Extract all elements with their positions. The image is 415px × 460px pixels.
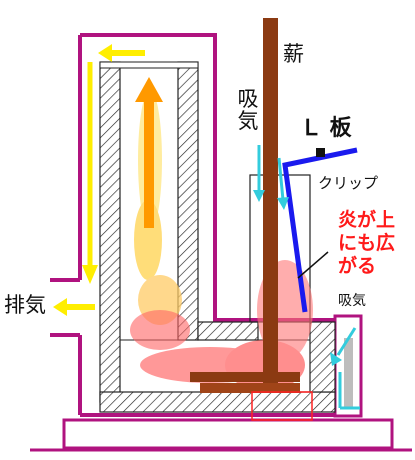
intake-side-label: 吸気 [338, 293, 366, 309]
intake-arrow-2 [277, 157, 285, 201]
l-plate [282, 147, 358, 313]
base-plate [62, 418, 394, 450]
chamber-top-wall [197, 321, 259, 341]
flue-outer-wall [99, 61, 121, 403]
clip-marker [316, 148, 325, 157]
intake-arrowhead-1 [253, 190, 265, 202]
exhaust-down-arrowhead [82, 265, 98, 284]
intake-side-arrowhead [330, 352, 342, 366]
exhaust-label: 排気 [4, 293, 46, 317]
flame-note-label: 炎が上にも広がる [338, 209, 396, 277]
grate-outline [251, 391, 313, 421]
intake-side-arrow-1 [336, 327, 357, 356]
firewood-vertical [263, 18, 278, 388]
flame-up-arrowhead [135, 77, 163, 102]
intake-pipe-core [344, 338, 353, 408]
heat-scatter [134, 90, 182, 325]
chamber-floor [99, 391, 336, 413]
flame-note-pointer [297, 251, 329, 279]
firewood-label: 薪 [283, 42, 304, 66]
exhaust-out-arrowhead [53, 298, 67, 316]
exhaust-top-arrowhead [98, 44, 112, 62]
l-plate-label: Ｌ 板 [300, 116, 352, 141]
firewood-log-1 [190, 372, 300, 382]
flue-cap [99, 61, 199, 69]
intake-top-label: 吸気 [237, 87, 259, 133]
firewood-log-2 [200, 383, 300, 393]
intake-arrowhead-2 [277, 197, 289, 210]
clip-label: クリップ [318, 174, 379, 192]
